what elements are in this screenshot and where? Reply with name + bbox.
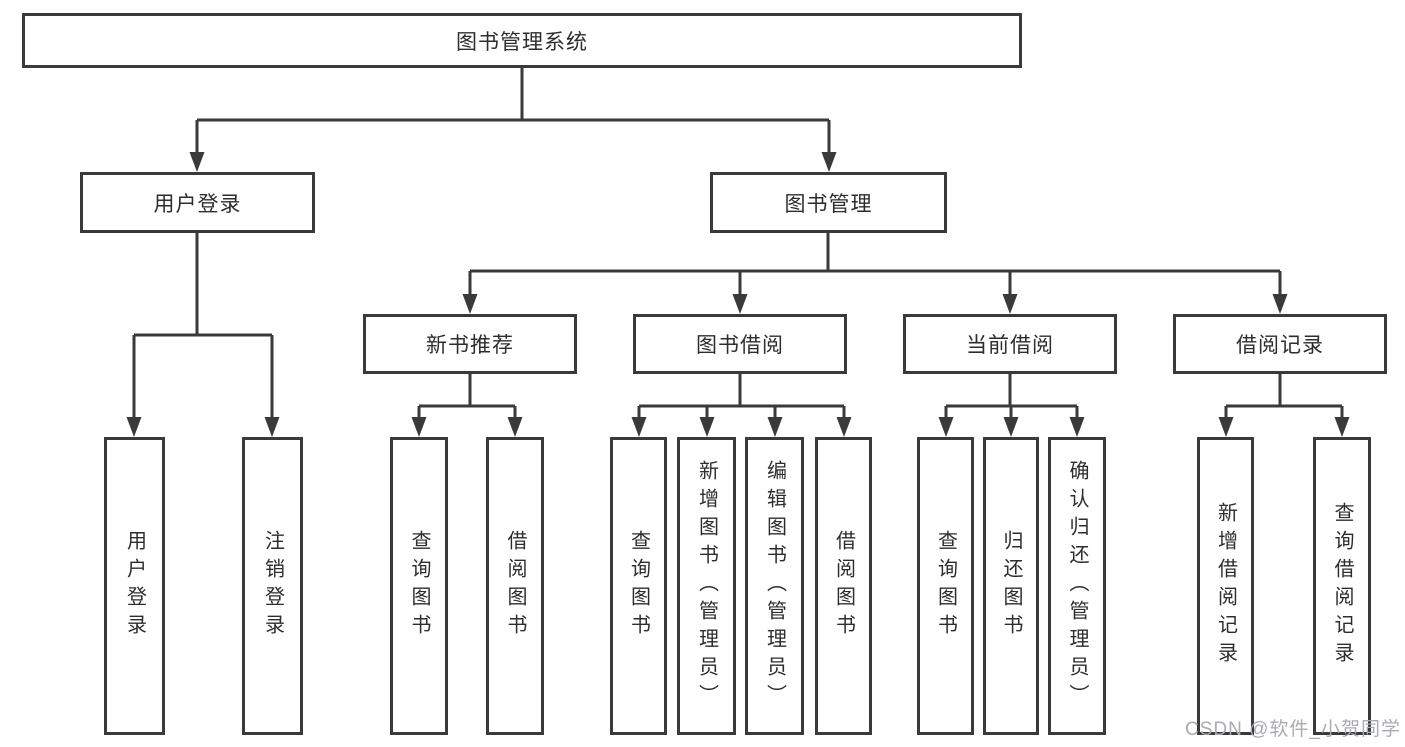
- leaf-bb-add-books-admin-label: 新增图书（管理员）: [695, 460, 718, 712]
- node-book-mgmt-label: 图书管理: [784, 192, 873, 216]
- node-current-borrow-label: 当前借阅: [966, 334, 1054, 357]
- node-user-login-label: 用户登录: [153, 192, 242, 216]
- connector-root-to-level2: [189, 68, 837, 172]
- connector-new-book-rec-children: [411, 374, 523, 437]
- connector-book-mgmt-sections: [462, 233, 1288, 314]
- leaf-cb-confirm-return-admin-label: 确认归还（管理员）: [1066, 460, 1088, 712]
- connector-current-borrow-children: [938, 374, 1085, 437]
- leaf-logout: 注销登录: [242, 437, 303, 735]
- node-new-book-rec-label: 新书推荐: [426, 334, 514, 357]
- leaf-bb-borrow-books-label: 借阅图书: [832, 530, 855, 642]
- leaf-cb-query-books: 查询图书: [917, 437, 974, 735]
- leaf-cb-return-books-label: 归还图书: [1000, 530, 1022, 642]
- leaf-cb-confirm-return-admin: 确认归还（管理员）: [1048, 437, 1106, 735]
- leaf-cb-return-books: 归还图书: [983, 437, 1039, 735]
- node-book-borrow: 图书借阅: [633, 314, 847, 374]
- node-book-mgmt: 图书管理: [710, 172, 947, 233]
- node-root-label: 图书管理系统: [456, 30, 588, 54]
- leaf-bb-edit-books-admin: 编辑图书（管理员）: [745, 437, 804, 735]
- leaf-nbr-borrow-books-label: 借阅图书: [504, 530, 526, 642]
- leaf-bb-edit-books-admin-label: 编辑图书（管理员）: [763, 460, 786, 712]
- leaf-br-query-borrow-record: 查询借阅记录: [1313, 437, 1371, 735]
- node-borrow-records-label: 借阅记录: [1236, 334, 1324, 357]
- leaf-bb-query-books-label: 查询图书: [627, 530, 650, 642]
- node-book-borrow-label: 图书借阅: [696, 334, 784, 357]
- node-root: 图书管理系统: [22, 13, 1022, 68]
- leaf-bb-add-books-admin: 新增图书（管理员）: [677, 437, 736, 735]
- leaf-br-query-borrow-record-label: 查询借阅记录: [1331, 502, 1353, 670]
- leaf-nbr-query-books-label: 查询图书: [408, 530, 430, 642]
- watermark: CSDN @软件_小贺同学: [1185, 719, 1401, 740]
- node-current-borrow: 当前借阅: [903, 314, 1117, 374]
- leaf-cb-query-books-label: 查询图书: [934, 530, 957, 642]
- leaf-logout-label: 注销登录: [261, 530, 284, 642]
- leaf-nbr-borrow-books: 借阅图书: [486, 437, 544, 735]
- node-borrow-records: 借阅记录: [1173, 314, 1387, 374]
- leaf-user-login: 用户登录: [104, 437, 165, 735]
- leaf-br-add-borrow-record: 新增借阅记录: [1197, 437, 1254, 735]
- leaf-bb-query-books: 查询图书: [610, 437, 667, 735]
- leaf-nbr-query-books: 查询图书: [390, 437, 448, 735]
- connector-borrow-records-children: [1218, 374, 1350, 437]
- leaf-bb-borrow-books: 借阅图书: [815, 437, 872, 735]
- connector-book-borrow-children: [631, 374, 852, 437]
- node-new-book-rec: 新书推荐: [363, 314, 577, 374]
- connector-user-login-children: [126, 233, 280, 437]
- leaf-user-login-label: 用户登录: [123, 530, 146, 642]
- node-user-login: 用户登录: [80, 172, 315, 233]
- leaf-br-add-borrow-record-label: 新增借阅记录: [1214, 502, 1237, 670]
